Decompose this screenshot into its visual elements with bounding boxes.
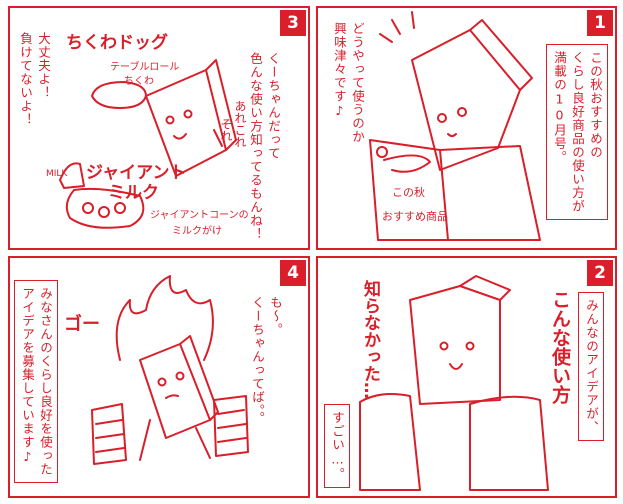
magazine-panel-1 [369,139,541,241]
panel-2-sfx-line1: こんな使い方 [549,290,572,405]
doodle-chikuwa: ちくわ [124,75,154,87]
characters-panel-2 [359,275,549,491]
mutter-line2: それ [219,118,233,142]
mutter-line1: あれこれ [233,100,247,148]
character-panel-1 [379,11,533,171]
food-doodles [59,81,147,229]
doodle-table-roll: テーブルロール [110,60,179,73]
panel-2-speech: すごい…。 [324,404,350,488]
panel-number-1: 1 [587,10,613,36]
panel-4-sfx: ゴー [64,313,100,335]
doodle-corn-line1: ジャイアントコーンの [150,210,249,221]
magazine-sign-line2: おすすめ商品 [382,209,448,223]
doodle-corn-line2: ミルクがけ [172,224,222,237]
panel-1-speech: どうやって使うのか 興味津々です♪ [332,22,365,144]
doodle-milk-label: MILK [46,169,68,179]
paper-stacks [91,395,249,465]
panel-number-2: 2 [587,260,613,286]
panel-3-speech-right: くーちゃんだって 色んな使い方知ってるもんね！ [248,52,281,241]
magazine-sign-line1: この秋 [392,185,425,199]
panel-2 [316,256,617,498]
panel-2-sfx-line2: 知らなかった… [360,279,382,399]
doodle-milk: ミルク [108,183,159,203]
panel-4-caption: みなさんのくらし良好を使った アイデアを募集しています♪ [14,280,58,483]
character-panel-3 [145,59,237,177]
panel-4-speech: も～。 くーちゃんってば。。 [250,296,283,425]
panel-number-4: 4 [280,260,306,286]
flames [115,275,214,361]
panel-2-caption: みんなのアイデアが、 [578,292,604,441]
doodle-giant: ジャイアント [86,163,186,183]
panel-number-3: 3 [280,10,306,36]
panel-4 [8,256,310,498]
doodle-chikuwa-dog: ちくわドッグ [66,32,168,53]
panel-1-caption: この秋おすすめの くらし良好商品の使い方が 満載の10月号。 [546,44,608,220]
panel-3-speech-left: 大丈夫よ！ 負けてないよ！ [18,32,51,127]
